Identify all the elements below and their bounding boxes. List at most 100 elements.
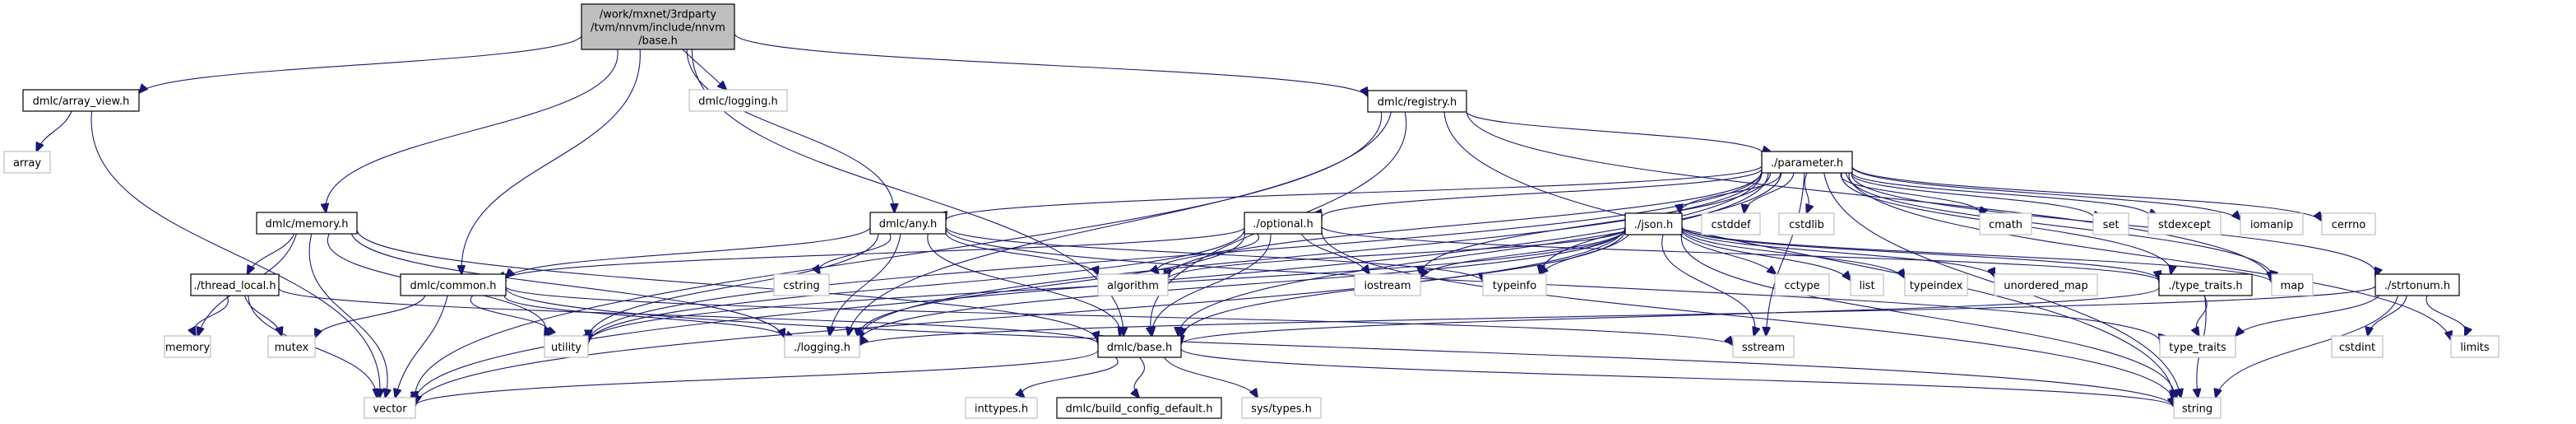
node-strtonum-h[interactable]: ./strtonum.h [2374,273,2460,296]
node-box [773,273,830,296]
node-box [364,397,416,419]
node-box [1761,151,1853,174]
edge-json_h-to-logging_h [859,228,1626,341]
edge-registry-to-vector [415,111,1383,400]
node-box [1850,273,1884,296]
node-thread-local[interactable]: ./thread_local.h [190,273,280,296]
node-box [2240,212,2304,235]
node-label: ./type_traits.h [2168,280,2242,292]
node-box [581,3,735,50]
edge-parameter-to-map [1848,172,2273,280]
edge-parameter-to-cmath [1840,172,1981,216]
node-label: array [13,157,41,170]
node-label: stdexcept [2158,219,2211,231]
edge-any_h-to-common_h [506,227,871,277]
node-optional-h[interactable]: ./optional.h [1244,212,1323,235]
edge-dmlc_base-to-sys_types [1164,356,1258,398]
node-memory: memory [164,335,211,358]
edge-parameter-to-cstddef [1744,172,1795,213]
edge-any_h-to-algorithm [945,233,1098,276]
node-box [1354,273,1421,296]
edge-memory_h-to-vector [308,233,387,398]
node-label: list [1859,280,1874,292]
node-box [965,397,1038,419]
node-build-config[interactable]: dmlc/build_config_default.h [1056,397,1222,419]
edge-array_view-to-array [36,110,72,151]
node-box [3,151,51,174]
node-registry[interactable]: dmlc/registry.h [1367,90,1467,113]
edge-optional_h-to-algorithm [1157,233,1260,274]
node-type-traits-h[interactable]: ./type_traits.h [2158,273,2253,296]
node-box [2092,212,2129,235]
node-label: iomanip [2250,219,2293,231]
node-box [1994,273,2098,296]
node-typeindex: typeindex [1904,273,1968,296]
node-sys-types: sys/types.h [1241,397,1322,419]
node-cstdint: cstdint [2331,335,2384,358]
node-mutex: mutex [267,335,316,358]
node-iomanip: iomanip [2240,212,2304,235]
node-cmath: cmath [1979,212,2032,235]
node-box [256,212,358,235]
edge-thread_local-to-dmlc_base [278,287,1098,344]
edge-json_h-to-unordered_map [1681,228,1995,277]
edge-parameter-to-logging_h [859,170,1763,339]
node-label: ./parameter.h [1771,157,1843,170]
edge-any_h-to-typeinfo [945,226,1483,282]
node-box [1774,273,1830,296]
edge-json_h-to-list [1681,231,1851,280]
edge-dmlc_base-to-inttypes [1022,356,1119,398]
node-unordered-map: unordered_map [1994,273,2098,296]
node-label: mutex [275,342,309,354]
nodes-layer: /work/mxnet/3rdparty/tvm/nnvm/include/nn… [3,3,2500,419]
edge-memory_h-to-thread_local [248,233,295,274]
node-label: dmlc/common.h [410,280,496,292]
node-any-h[interactable]: dmlc/any.h [869,212,947,235]
node-box [267,335,316,358]
edge-parameter-to-sstream [1766,172,1805,336]
edge-registry-to-string [1443,111,2174,398]
edge-common_h-to-string [505,288,2174,407]
node-string: string [2173,397,2222,419]
node-json-h[interactable]: ./json.h [1624,212,1683,235]
node-cstring: cstring [773,273,830,296]
edge-thread_local-to-memory [194,295,229,336]
node-label: typeinfo [1493,280,1536,292]
edge-array_view-to-vector [90,110,380,398]
node-sstream: sstream [1732,335,1795,358]
node-box [1778,212,1835,235]
node-box [1097,273,1169,296]
node-label: sstream [1742,342,1785,354]
edge-strtonum_h-to-type_traits [2235,295,2380,336]
node-box [2158,273,2253,296]
node-memory-h[interactable]: dmlc/memory.h [256,212,358,235]
node-box [1241,397,1322,419]
node-box [2321,212,2376,235]
node-dmlc-logging: dmlc/logging.h [688,89,788,112]
node-box [1482,273,1547,296]
node-box [2374,273,2460,296]
node-label: vector [373,403,407,416]
node-label: memory [165,342,211,354]
node-dmlc-base[interactable]: dmlc/base.h [1097,335,1182,358]
node-root[interactable]: /work/mxnet/3rdparty/tvm/nnvm/include/nn… [581,3,735,50]
node-label: dmlc/any.h [879,218,937,231]
node-box [1367,90,1467,113]
node-common-h[interactable]: dmlc/common.h [400,273,507,296]
node-cstddef: cstddef [1701,212,1761,235]
edge-json_h-to-sstream [1661,234,1755,336]
node-stdexcept: stdexcept [2147,212,2222,235]
node-box [164,335,211,358]
node-box [1701,212,1761,235]
node-cstdlib: cstdlib [1778,212,1835,235]
node-logging-h: ./logging.h [784,335,860,358]
node-vector: vector [364,397,416,419]
node-box [1732,335,1795,358]
node-array-view[interactable]: dmlc/array_view.h [22,89,140,112]
edge-root-to-registry [734,34,1368,96]
node-parameter[interactable]: ./parameter.h [1761,151,1853,174]
node-set: set [2092,212,2129,235]
node-label: iostream [1364,280,1411,292]
node-box [1904,273,1968,296]
